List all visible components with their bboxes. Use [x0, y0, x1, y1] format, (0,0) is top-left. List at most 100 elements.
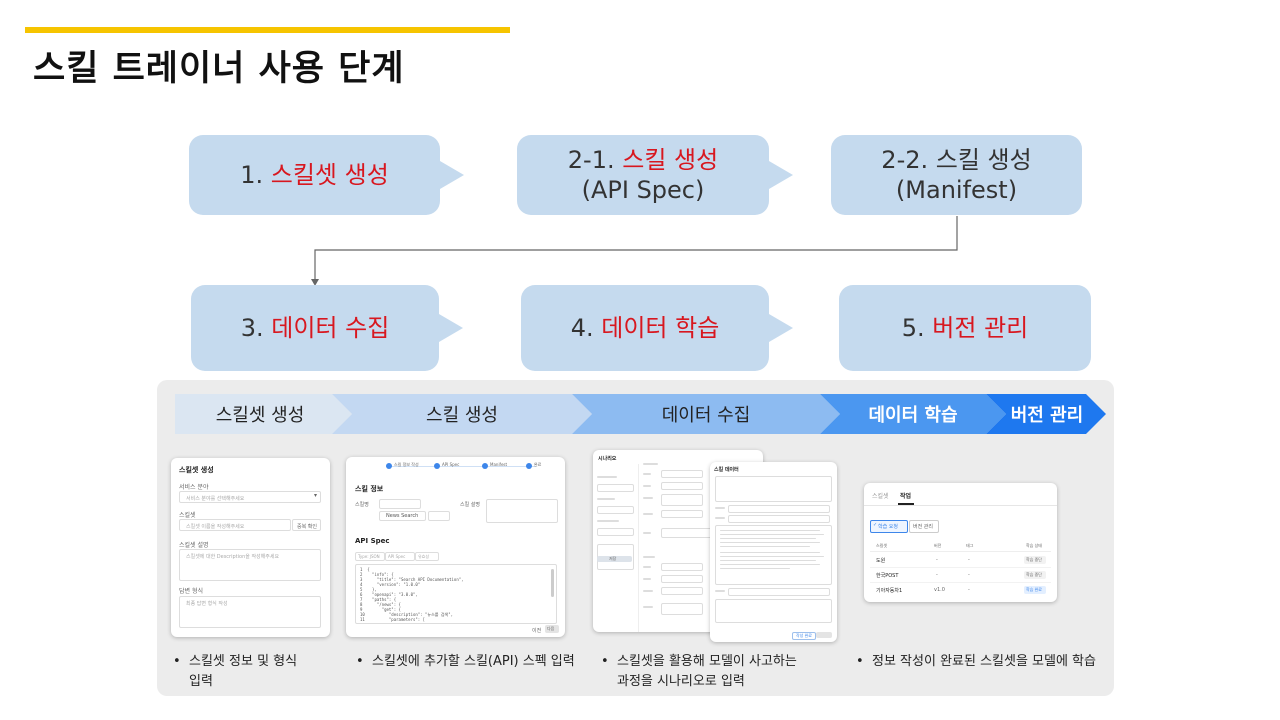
code-line: 8 "/news": {	[360, 602, 401, 607]
status-badge: 학습 완료	[1024, 586, 1046, 594]
save-label: 저장	[609, 556, 617, 561]
step-label: 데이터 수집	[271, 314, 390, 342]
skill-name-input-2[interactable]: News Search	[379, 511, 426, 521]
skillset-name-input[interactable]: 스킬셋 이름을 작성해주세요	[179, 519, 291, 531]
step-number: 1.	[240, 161, 271, 189]
spec-tab[interactable]: Type: JSON	[355, 552, 385, 561]
spec-tab[interactable]: API Spec	[385, 552, 415, 561]
table-row[interactable]: 기아자동차1 v1.0 - 학습 완료	[870, 585, 1051, 597]
status-label: 학습 완료	[1026, 587, 1042, 592]
row-name: 기아자동차1	[876, 588, 903, 594]
table-row[interactable]: 한국POST - - 학습 중단	[870, 570, 1051, 583]
code-line: 6 "openapi": "3.0.0",	[360, 592, 418, 597]
step-number: 2-1.	[567, 146, 623, 174]
field-label: 스킬명	[355, 502, 369, 508]
save-button[interactable]: 저장	[597, 556, 632, 562]
code-line: 5 },	[360, 587, 377, 592]
data-input[interactable]	[728, 588, 830, 596]
step-2-1-skill-create-api: 2-1. 스킬 생성 (API Spec)	[517, 135, 793, 215]
row-tag: -	[968, 557, 970, 563]
card-title: 스킬셋 생성	[179, 466, 214, 474]
stepper-label: 완료	[534, 462, 542, 467]
data-input[interactable]	[728, 505, 830, 513]
code-editor[interactable]: 1 {2 "info": {3 "title": "Search API Doc…	[355, 564, 557, 624]
step-number: 5.	[901, 314, 933, 342]
next-button[interactable]: 다음	[545, 625, 559, 633]
caption-train: • 정보 작성이 완료된 스킬셋을 모델에 학습	[856, 652, 1111, 672]
caption-data-collect: • 스킬셋을 활용해 모델이 사고하는 과정을 시나리오로 입력	[601, 652, 831, 692]
table-header: 스킬셋 버전 태그 학습 상태	[870, 543, 1051, 552]
caption-line: 스킬셋에 추가할 스킬(API) 스펙 입력	[372, 654, 575, 669]
section-title: 스킬 정보	[355, 485, 384, 493]
data-textarea[interactable]	[715, 476, 832, 502]
row-version: -	[936, 572, 938, 578]
data-input[interactable]	[728, 515, 830, 523]
step-label: 2-2. 스킬 생성	[881, 146, 1032, 174]
step-number: 3.	[240, 314, 272, 342]
answer-format-textarea[interactable]: 최종 답변 형식 작성	[179, 596, 321, 628]
stage-4-label: 데이터 학습	[868, 405, 958, 426]
service-select[interactable]: 서비스 분야를 선택해주세요 ▾	[179, 491, 321, 503]
version-manage-button[interactable]: 버전 관리	[909, 520, 939, 533]
cancel-button[interactable]	[816, 632, 832, 638]
train-request-label: 학습 요청	[878, 524, 898, 530]
scrollbar[interactable]	[551, 569, 554, 597]
skill-create-screenshot: 스킬 정보 작성 API Spec Manifest 완료 스킬 정보 스킬명 …	[346, 457, 565, 637]
skill-desc-textarea[interactable]	[486, 499, 558, 523]
prev-button[interactable]: 이전	[532, 628, 542, 634]
code-line: 11 "parameters": [	[360, 617, 426, 622]
chevron-down-icon: ▾	[313, 492, 317, 499]
tab-task[interactable]: 작업	[900, 493, 912, 500]
result-textarea[interactable]	[715, 599, 832, 623]
done-label: 작성 완료	[796, 633, 812, 638]
field-label: 스킬셋	[179, 512, 196, 519]
header-cell: 스킬셋	[876, 543, 888, 548]
code-line: 2 "info": {	[360, 572, 394, 577]
section-title: API Spec	[355, 537, 390, 545]
stepper-dot	[526, 463, 532, 469]
spec-tab[interactable]: 유효성	[415, 552, 439, 561]
done-button[interactable]: 작성 완료	[792, 632, 816, 640]
code-line: 9 "get": {	[360, 607, 401, 612]
scenario-title: 시나리오	[598, 456, 617, 462]
training-screenshot: 스킬셋 작업 학습 요청 ✓ 버전 관리 스킬셋 버전 태그 학습 상태 도원 …	[864, 483, 1057, 602]
row-version: -	[936, 557, 938, 563]
field-label: 스킬셋 설명	[179, 542, 209, 549]
field-label: 답변 형식	[179, 588, 203, 595]
caption-line: 입력	[189, 674, 213, 689]
row-version: v1.0	[934, 587, 945, 593]
reasoning-textarea[interactable]	[715, 525, 832, 585]
input-placeholder: 스킬셋 이름을 작성해주세요	[186, 524, 245, 530]
train-request-button[interactable]: 학습 요청 ✓	[870, 520, 908, 533]
tab-skillset[interactable]: 스킬셋	[872, 493, 889, 500]
table-row[interactable]: 도원 - - 학습 중단	[870, 555, 1051, 568]
stepper-dot	[434, 463, 440, 469]
caption-line: 스킬셋 정보 및 형식	[189, 654, 298, 669]
input-value: News Search	[386, 513, 419, 519]
step-5-version-manage: 5. 버전 관리	[839, 285, 1091, 371]
header-cell: 학습 상태	[1026, 543, 1042, 548]
status-label: 학습 중단	[1026, 557, 1042, 562]
step-number: 4.	[570, 314, 602, 342]
step-label: 버전 관리	[932, 314, 1029, 342]
stage-1-label: 스킬셋 생성	[215, 405, 305, 426]
field-label: 서비스 분야	[179, 484, 209, 491]
header-cell: 태그	[966, 543, 974, 548]
code-lines: 1 {2 "info": {3 "title": "Search API Doc…	[360, 567, 464, 622]
active-tab-indicator	[898, 503, 914, 505]
skill-data-title: 스킬 데이터	[714, 467, 739, 473]
duplicate-check-button[interactable]: 중복 확인	[292, 519, 321, 531]
skill-name-input[interactable]	[379, 499, 421, 509]
button-label: 중복 확인	[297, 524, 317, 530]
status-label: 학습 중단	[1026, 572, 1042, 577]
next-button-label: 다음	[547, 626, 555, 631]
bullet: •	[356, 654, 364, 669]
select-placeholder: 서비스 분야를 선택해주세요	[186, 496, 245, 502]
skillset-desc-textarea[interactable]: 스킬셋에 대한 Description을 작성해주세요	[179, 549, 321, 581]
bullet: •	[173, 654, 181, 669]
step-sublabel: (Manifest)	[895, 176, 1018, 204]
skill-name-button[interactable]	[428, 511, 450, 521]
caption-skill: • 스킬셋에 추가할 스킬(API) 스펙 입력	[356, 652, 591, 672]
caption-line: 과정을 시나리오로 입력	[617, 674, 745, 689]
caption-line: 정보 작성이 완료된 스킬셋을 모델에 학습	[872, 654, 1096, 669]
